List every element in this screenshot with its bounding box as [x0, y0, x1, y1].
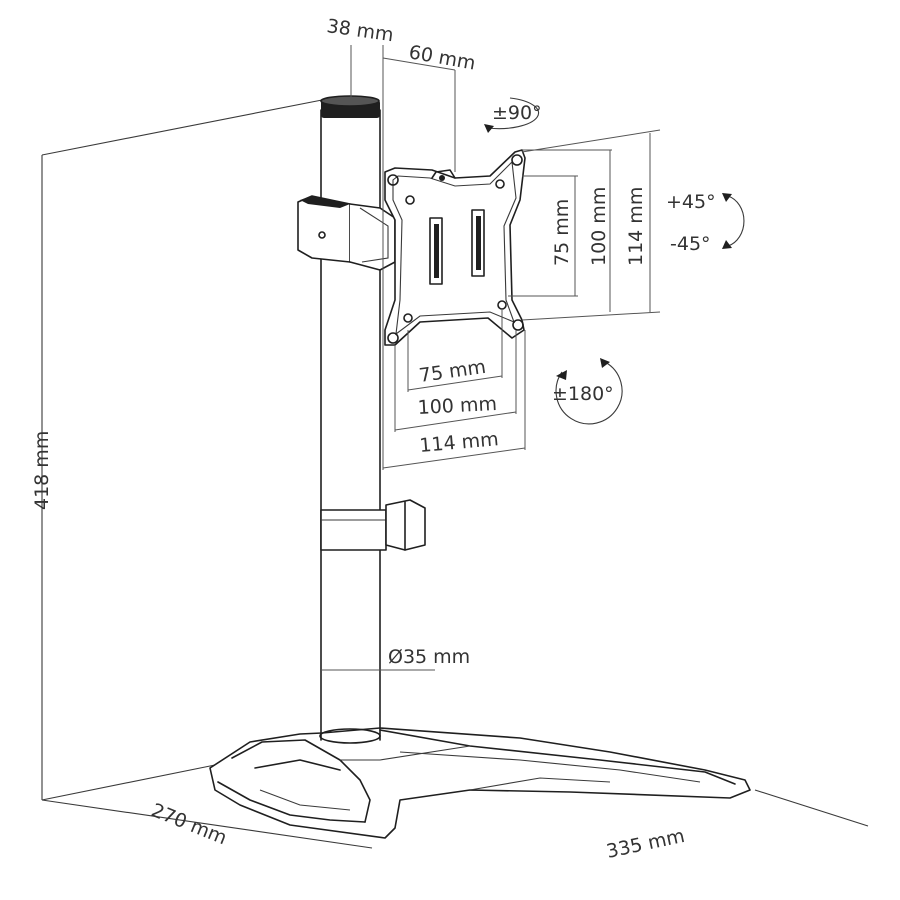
width-label: 335 mm	[604, 825, 686, 863]
tilt-down-label: -45°	[670, 233, 711, 255]
vesa-plate	[384, 149, 526, 346]
stand-base	[209, 727, 751, 839]
vesa-horizontal-75-label: 75 mm	[418, 356, 488, 387]
cable-clip	[320, 499, 426, 551]
stand-pole	[319, 95, 381, 744]
arm-offset-label: 60 mm	[407, 41, 477, 74]
pole-diameter-label: Ø35 mm	[388, 646, 470, 668]
room-reference-lines	[41, 99, 869, 849]
vesa-vertical-114-label: 114 mm	[625, 187, 647, 266]
rotation-label: ±180°	[552, 383, 614, 405]
swivel-label: ±90°	[492, 102, 542, 124]
vesa-vertical-100-label: 100 mm	[588, 187, 610, 266]
tilt-up-label: +45°	[666, 191, 716, 213]
swivel-arrow-icon	[484, 97, 540, 133]
height-label: 418 mm	[31, 431, 53, 510]
pole-offset-label: 38 mm	[325, 15, 395, 46]
vesa-horizontal-100-label: 100 mm	[417, 393, 497, 419]
vesa-horizontal-114-label: 114 mm	[419, 428, 500, 457]
arm-clamp	[297, 195, 396, 271]
rotation-arrow-icon	[555, 358, 623, 425]
vesa-vertical-75-label: 75 mm	[551, 199, 573, 266]
depth-label: 270 mm	[148, 799, 230, 849]
tilt-arrow-icon	[722, 193, 745, 249]
dimension-lines	[321, 45, 661, 671]
